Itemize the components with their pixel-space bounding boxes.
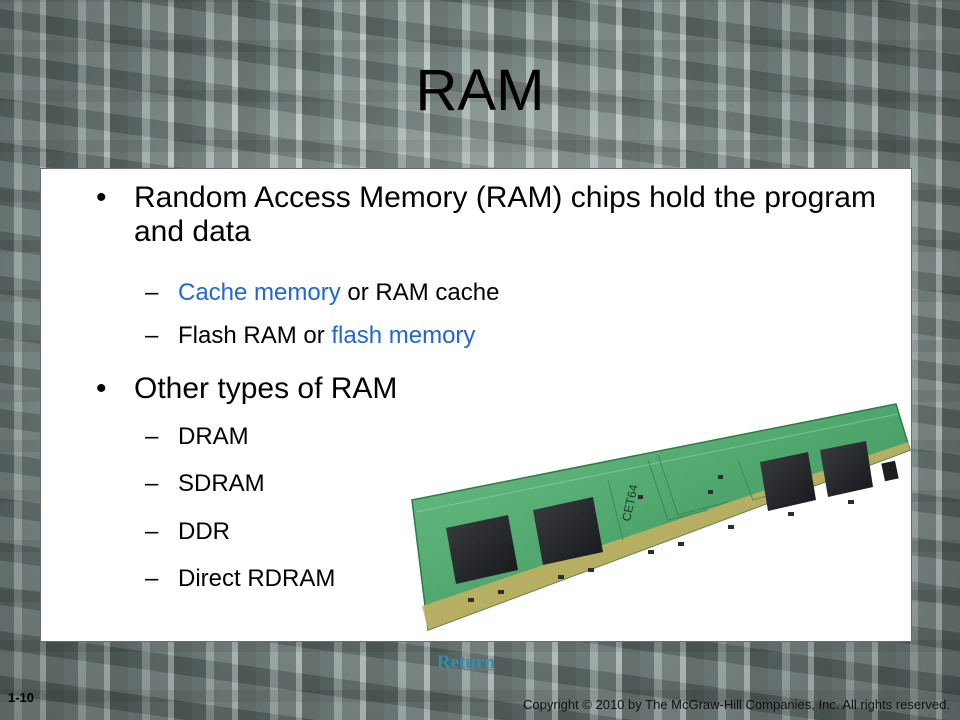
sub-text: Direct RDRAM: [178, 565, 336, 592]
dash-marker: –: [145, 565, 159, 592]
sub-text: DRAM: [178, 423, 249, 450]
memory-chip: [446, 515, 518, 584]
sub-text: Flash RAM or: [178, 322, 332, 349]
slide-title: RAM: [415, 58, 545, 123]
slide-number: 1-10: [8, 690, 35, 705]
memory-chip: [820, 441, 873, 497]
dash-marker: –: [145, 423, 159, 450]
bullet-marker: •: [96, 181, 107, 214]
bullet-marker: •: [96, 372, 107, 405]
return-link[interactable]: Return: [437, 652, 496, 673]
flash-memory-link[interactable]: flash memory: [331, 322, 476, 349]
sub-text: or RAM cache: [340, 279, 500, 306]
copyright-notice: Copyright © 2010 by The McGraw-Hill Comp…: [523, 697, 950, 712]
sub-text: SDRAM: [178, 470, 265, 497]
memory-chip: [533, 497, 603, 565]
dash-marker: –: [145, 279, 159, 306]
dash-marker: –: [145, 518, 159, 545]
dash-marker: –: [145, 470, 159, 497]
memory-chip: [760, 452, 816, 511]
bullet-text: Other types of RAM: [134, 372, 398, 405]
ram-module-image: CET64: [411, 403, 911, 632]
cache-memory-link[interactable]: Cache memory: [178, 279, 341, 306]
dash-marker: –: [145, 322, 159, 349]
bullet-text: Random Access Memory (RAM) chips hold th…: [134, 181, 876, 248]
sub-text: DDR: [178, 518, 230, 545]
